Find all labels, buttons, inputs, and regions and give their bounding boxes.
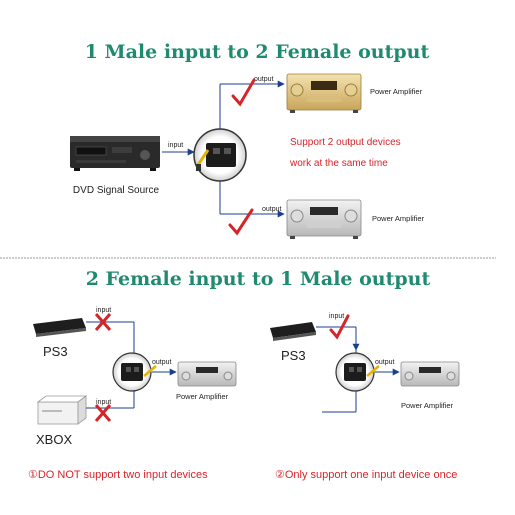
left-ps3-label: PS3 <box>43 344 68 359</box>
optical-splitter-icon <box>193 128 247 182</box>
right-input-label: input <box>329 313 344 320</box>
top-note-line-2: work at the same time <box>289 158 388 169</box>
silver-power-amplifier-icon <box>286 199 362 239</box>
check-icon <box>329 314 350 340</box>
top-note-line-1: Support 2 output devices <box>290 137 401 148</box>
right-output-label: output <box>375 359 395 366</box>
amp-label-2: Power Amplifier <box>372 214 425 223</box>
right-note: ②Only support one input device once <box>275 469 457 481</box>
dvd-player-icon <box>70 136 160 171</box>
dvd-source-label: DVD Signal Source <box>73 185 160 196</box>
left-amp-label: Power Amplifier <box>176 392 229 401</box>
left-xbox-label: XBOX <box>36 432 72 447</box>
xbox-console-icon <box>36 395 88 425</box>
check-icon <box>231 78 256 107</box>
left-note: ①DO NOT support two input devices <box>28 469 208 481</box>
ps3-console-icon <box>270 322 316 341</box>
left-input-label-bottom: input <box>96 399 111 406</box>
amp-label-1: Power Amplifier <box>370 87 423 96</box>
power-amplifier-icon <box>177 361 237 387</box>
check-icon <box>228 208 254 236</box>
top-output-label-1: output <box>254 76 274 83</box>
optical-splitter-icon <box>112 352 157 392</box>
power-amplifier-icon <box>400 361 460 387</box>
optical-splitter-icon <box>335 352 380 392</box>
cross-icon <box>94 404 112 422</box>
cross-icon <box>94 313 112 331</box>
left-output-label: output <box>152 359 172 366</box>
left-input-label-top: input <box>96 307 111 314</box>
ps3-console-icon <box>33 318 86 337</box>
top-input-label: input <box>168 142 183 149</box>
right-ps3-label: PS3 <box>281 348 306 363</box>
top-title: 1 Male input to 2 Female output <box>85 41 430 63</box>
bottom-title: 2 Female input to 1 Male output <box>86 268 431 290</box>
gold-power-amplifier-icon <box>286 73 362 113</box>
right-amp-label: Power Amplifier <box>401 401 454 410</box>
top-output-label-2: output <box>262 206 282 213</box>
